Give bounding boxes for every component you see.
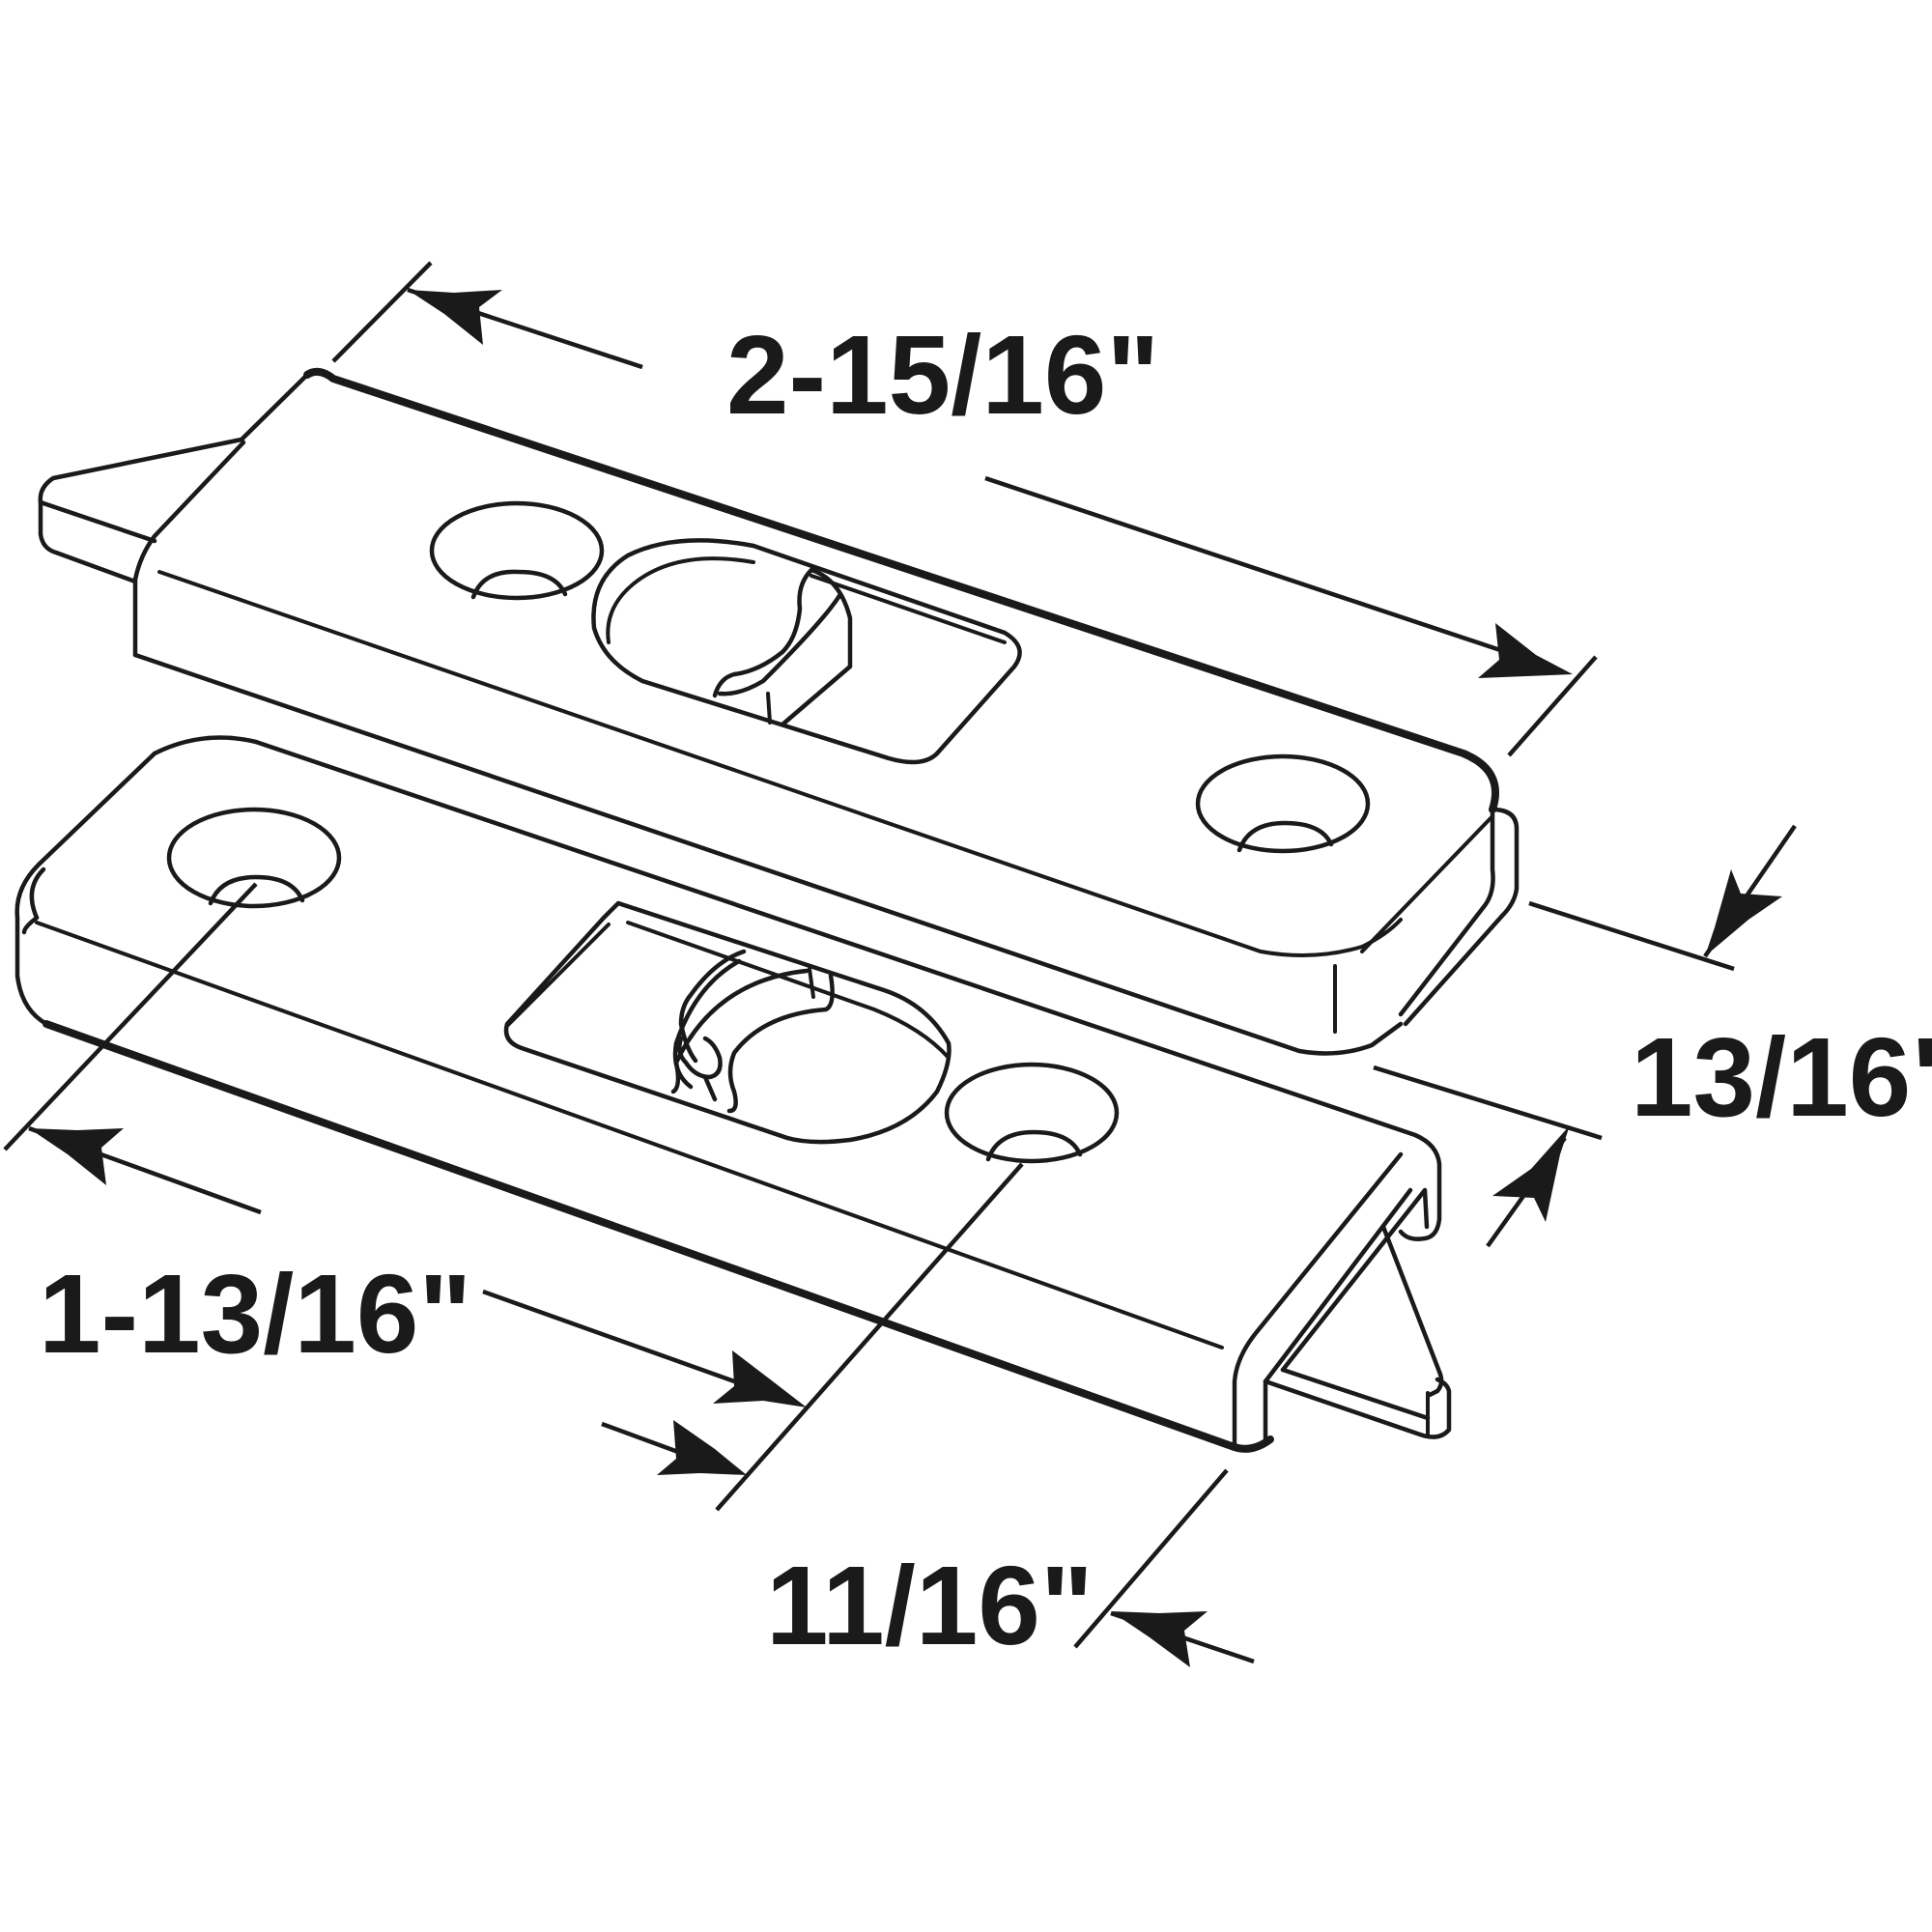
dimension-inner-length: 1-13/16" [3, 882, 1024, 1512]
dimension-height: 13/16" [1373, 824, 1932, 1248]
dimension-overall-length: 2-15/16" [331, 261, 1598, 757]
dimension-thickness: 11/16" [601, 1420, 1255, 1668]
lower-latch-plate [14, 735, 1452, 1453]
upper-strike-plate [38, 367, 1520, 1056]
dimension-label-inner-length: 1-13/16" [39, 1251, 471, 1377]
dimension-label-overall-length: 2-15/16" [726, 312, 1159, 438]
dimension-label-height: 13/16" [1631, 1014, 1932, 1140]
dimension-label-thickness: 11/16" [766, 1543, 1094, 1668]
